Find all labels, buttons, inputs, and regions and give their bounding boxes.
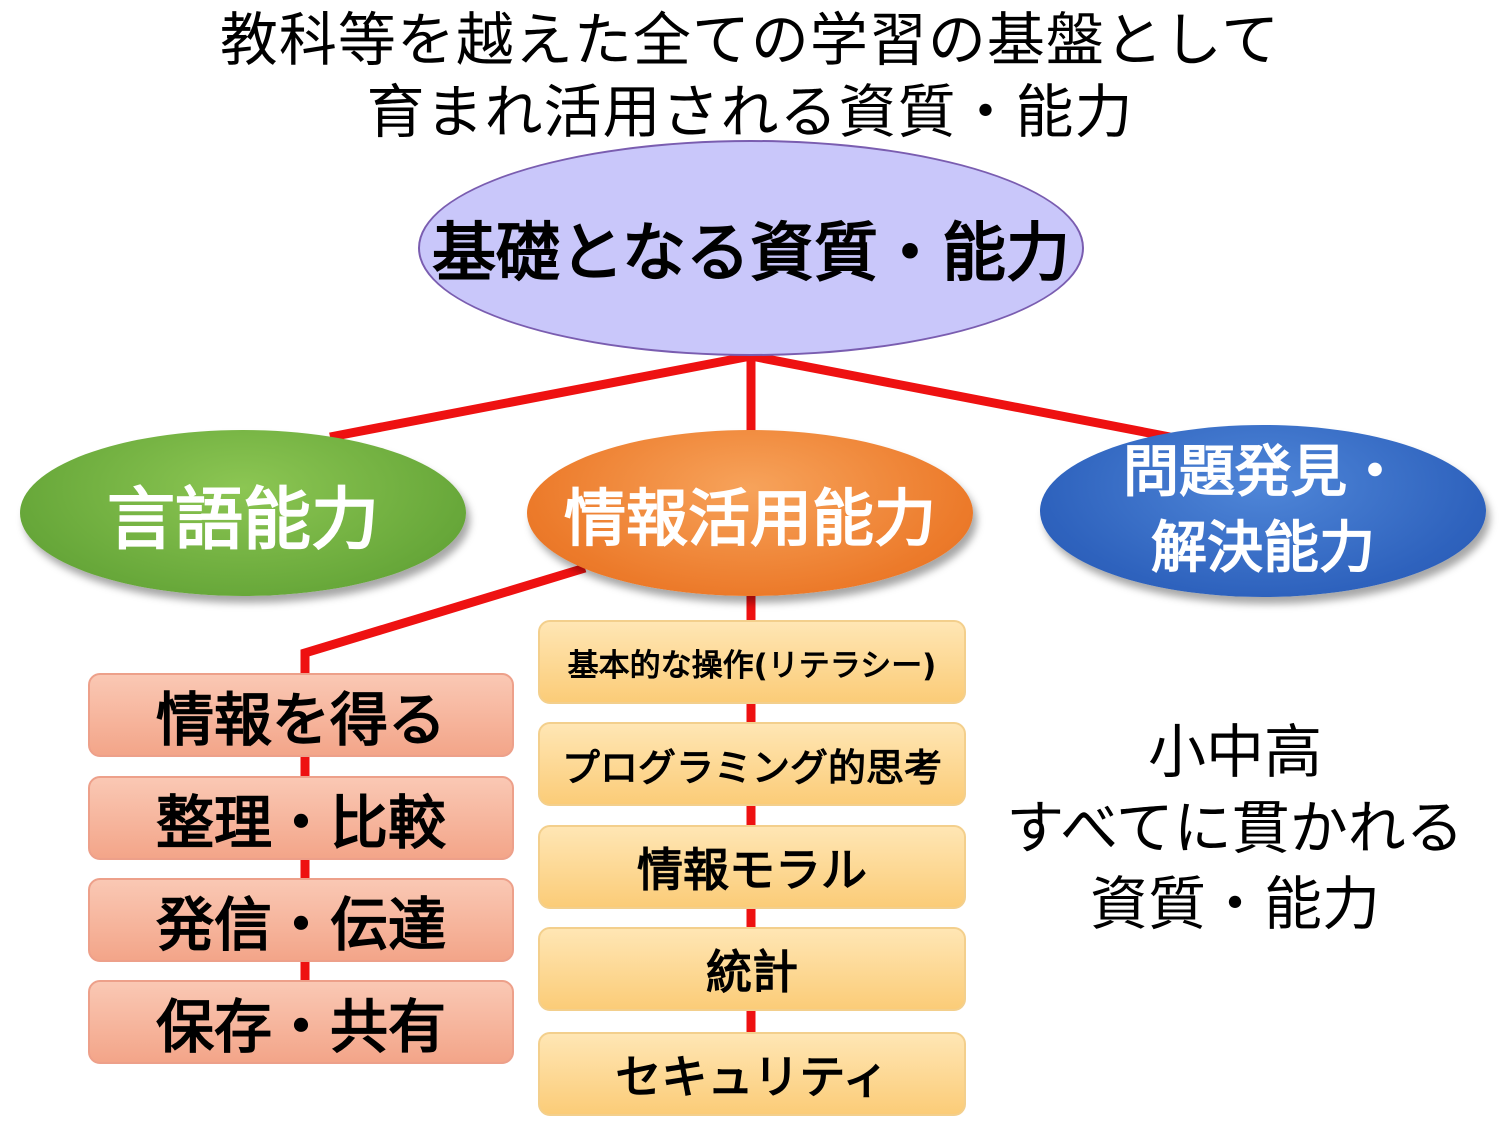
info-step-box: 保存・共有 [88,980,514,1064]
info-step-label: 情報を得る [155,686,446,754]
side-note: 小中高 すべてに貫かれる 資質・能力 [965,714,1500,942]
info-element-label: 基本的な操作(リテラシー) [567,647,937,684]
info-element-box: 基本的な操作(リテラシー) [538,620,966,704]
side-note-line-2: すべてに貫かれる [1006,794,1464,862]
category-language-label: 言語能力 [106,480,379,560]
root-node: 基礎となる資質・能力 [418,140,1084,356]
connector-root-to-problem [750,351,1171,442]
category-language-ability: 言語能力 [20,430,466,596]
root-node-label: 基礎となる資質・能力 [431,217,1071,291]
diagram-title-line-2: 育まれ活用される資質・能力 [366,78,1134,146]
info-step-label: 保存・共有 [155,993,446,1061]
info-step-label: 整理・比較 [155,789,446,857]
category-problem-label-line-1: 問題発見・ [1123,440,1403,505]
info-element-label: 統計 [706,945,798,999]
info-step-box: 整理・比較 [88,776,514,860]
category-problem-label-line-2: 解決能力 [1151,516,1375,581]
info-element-box: 統計 [538,927,966,1011]
info-element-label: セキュリティ [615,1050,889,1104]
info-element-label: プログラミング的思考 [561,745,942,790]
info-element-box: 情報モラル [538,825,966,909]
info-element-label: 情報モラル [637,843,867,897]
diagram-title-line-1: 教科等を越えた全ての学習の基盤として [219,6,1281,74]
category-information-ability: 情報活用能力 [527,430,973,596]
connector-root-to-language [329,351,752,442]
connector-information-to-steps [300,563,587,676]
side-note-line-3: 資質・能力 [1089,870,1380,938]
info-element-box: プログラミング的思考 [538,722,966,806]
category-problem-solving-ability: 問題発見・ 解決能力 [1040,425,1486,597]
info-step-label: 発信・伝達 [155,891,446,959]
info-element-box: セキュリティ [538,1032,966,1116]
info-step-box: 発信・伝達 [88,878,514,962]
info-step-box: 情報を得る [88,673,514,757]
side-note-line-1: 小中高 [1147,718,1322,786]
category-information-label: 情報活用能力 [563,482,936,555]
